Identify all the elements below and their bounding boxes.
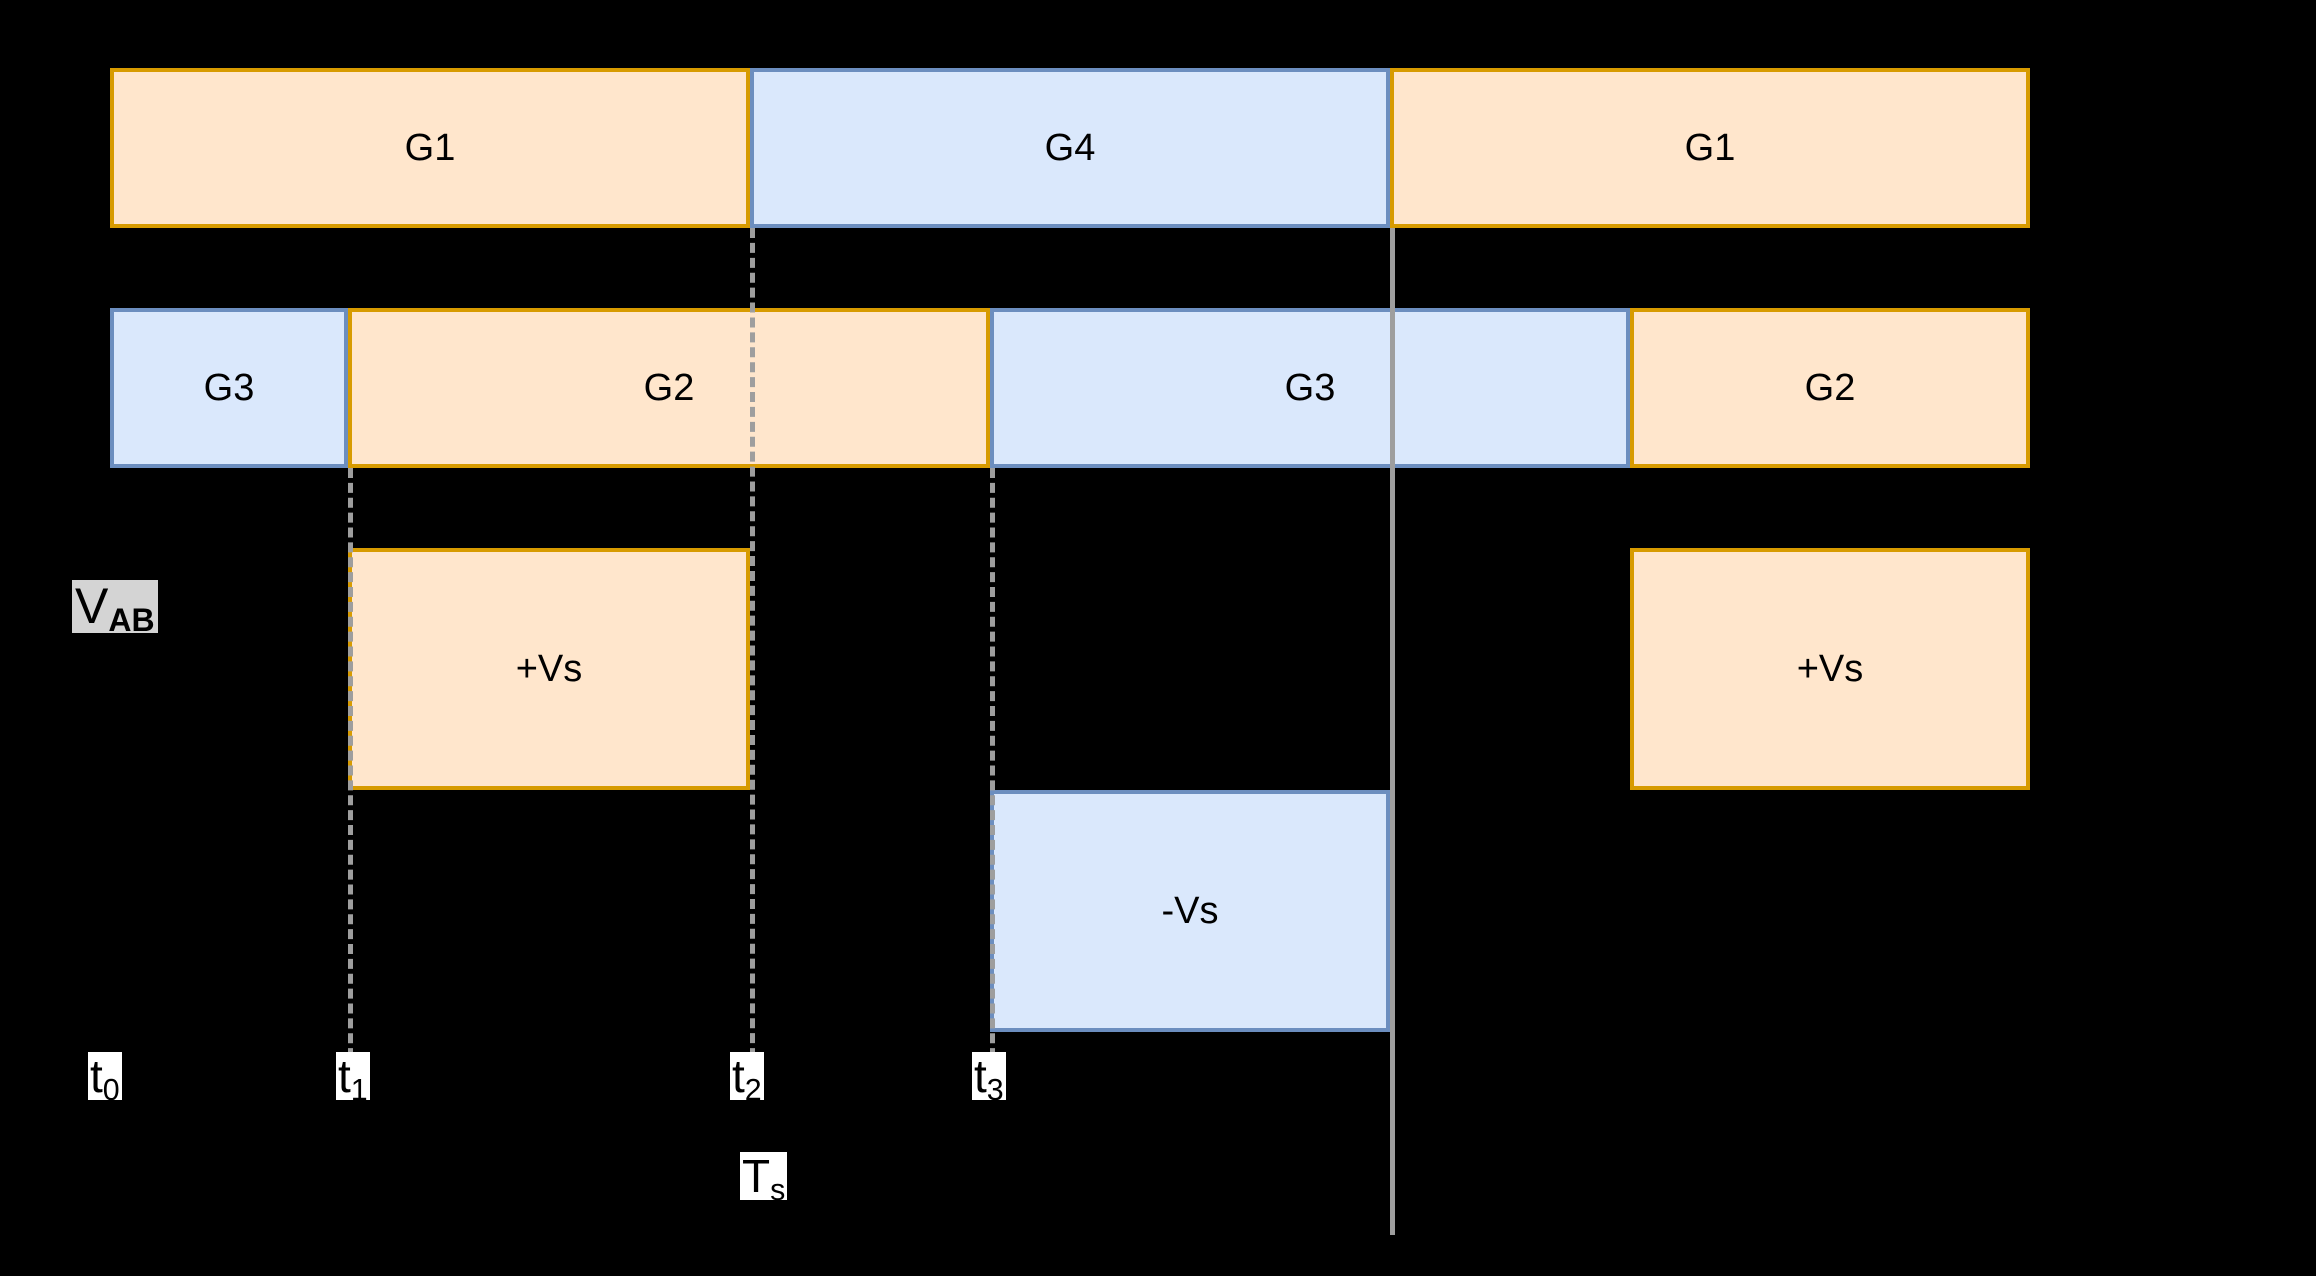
time-marker-base: t	[732, 1050, 745, 1102]
guide-line-t3	[990, 468, 995, 1073]
vab-axis-label-subscript: AB	[108, 602, 155, 639]
time-marker-base: T	[742, 1150, 771, 1202]
time-marker-t3: t3	[972, 1050, 1006, 1106]
gate-block-g1-second: G1	[1390, 68, 2030, 228]
gate-block-g4: G4	[750, 68, 1390, 228]
gate-block-g3-first: G3	[110, 308, 348, 468]
output-block-minus-vs: -Vs	[990, 790, 1390, 1032]
gate-block-g2-second: G2	[1630, 308, 2030, 468]
output-block-label: -Vs	[1161, 890, 1219, 932]
time-marker-base: t	[338, 1050, 351, 1102]
output-block-plus-vs-first: +Vs	[348, 548, 750, 790]
vab-axis-label: VAB	[72, 578, 158, 637]
gate-block-label: G3	[1284, 367, 1336, 409]
time-marker-t2: t2	[730, 1050, 764, 1106]
time-marker-subscript: 1	[350, 1073, 368, 1107]
time-marker-base: t	[974, 1050, 987, 1102]
guide-line-t2	[750, 228, 755, 1073]
time-marker-subscript: 3	[986, 1073, 1004, 1107]
gate-block-label: G3	[203, 367, 255, 409]
gate-block-label: G4	[1044, 127, 1096, 169]
time-marker-t1: t1	[336, 1050, 370, 1106]
gate-block-label: G2	[1804, 367, 1856, 409]
gate-block-label: G2	[643, 367, 695, 409]
gate-block-label: G1	[1684, 127, 1736, 169]
output-block-label: +Vs	[1796, 648, 1864, 690]
time-marker-subscript: 0	[102, 1073, 120, 1107]
time-marker-ts: Ts	[740, 1150, 788, 1206]
vab-axis-label-base: V	[75, 578, 109, 634]
time-marker-subscript: s	[770, 1173, 786, 1207]
guide-line-ts	[1390, 228, 1395, 1235]
gate-block-g3-second: G3	[990, 308, 1630, 468]
gate-block-g1-first: G1	[110, 68, 750, 228]
output-block-label: +Vs	[515, 648, 583, 690]
time-marker-t0: t0	[88, 1050, 122, 1106]
time-marker-subscript: 2	[744, 1073, 762, 1107]
time-marker-base: t	[90, 1050, 103, 1102]
gate-block-label: G1	[404, 127, 456, 169]
guide-line-t1	[348, 468, 353, 1073]
gate-block-g2-first: G2	[348, 308, 990, 468]
output-block-plus-vs-second: +Vs	[1630, 548, 2030, 790]
